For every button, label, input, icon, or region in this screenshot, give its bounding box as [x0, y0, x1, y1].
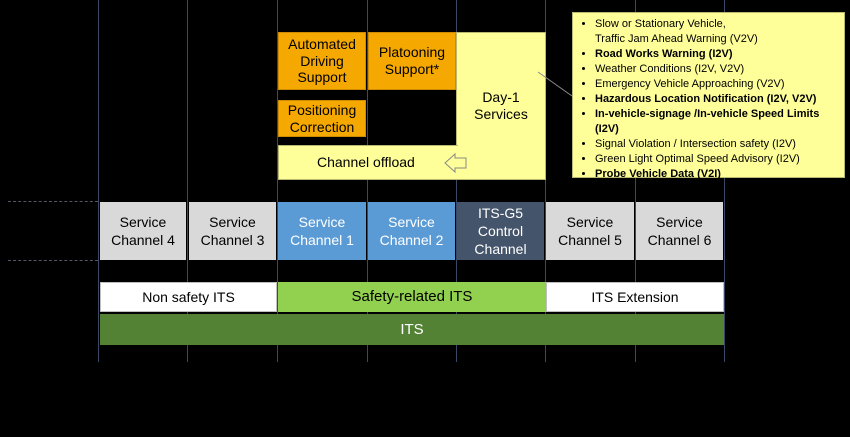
platooning-box: Platooning Support* — [368, 32, 456, 90]
list-item: Road Works Warning (I2V) — [595, 47, 840, 62]
day1-services-label: Day-1 Services — [474, 89, 528, 122]
dashed-line — [8, 201, 98, 202]
grid-line — [635, 0, 636, 362]
day1-services-list: Slow or Stationary Vehicle,Traffic Jam A… — [572, 12, 845, 180]
platooning-label: Platooning Support* — [378, 44, 446, 77]
non-safety-its-bar: Non safety ITS — [100, 282, 277, 312]
list-item: In-vehicle-signage /In-vehicle Speed Lim… — [595, 107, 840, 137]
list-item: Slow or Stationary Vehicle,Traffic Jam A… — [595, 17, 840, 47]
day1-services-box: Day-1 Services — [456, 32, 546, 180]
its-extension-bar: ITS Extension — [546, 282, 724, 312]
positioning-box: Positioning Correction — [278, 100, 366, 137]
grid-line — [545, 0, 546, 362]
grid-line — [277, 0, 278, 362]
automated-driving-box: Automated Driving Support — [278, 32, 366, 90]
list-item: Signal Violation / Intersection safety (… — [595, 137, 840, 152]
safety-related-its-bar: Safety-related ITS — [278, 282, 546, 312]
grid-line — [98, 0, 99, 362]
grid-line — [187, 0, 188, 362]
positioning-label: Positioning Correction — [287, 101, 357, 135]
grid-line — [456, 0, 457, 362]
offload-arrow-icon — [444, 153, 467, 173]
list-item: Emergency Vehicle Approaching (V2V) — [595, 77, 840, 92]
channel-offload-box: Channel offload — [278, 145, 458, 180]
grid-line — [724, 0, 725, 362]
its-bar: ITS — [100, 314, 724, 345]
list-item: Hazardous Location Notification (I2V, V2… — [595, 92, 840, 107]
dashed-line — [8, 260, 98, 261]
grid-line — [367, 0, 368, 362]
legend-connector — [537, 71, 573, 97]
list-item: Weather Conditions (I2V, V2V) — [595, 62, 840, 77]
list-item: Probe Vehicle Data (V2I) — [595, 167, 840, 182]
channel-offload-label: Channel offload — [317, 154, 415, 171]
list-item: Green Light Optimal Speed Advisory (I2V) — [595, 152, 840, 167]
automated-driving-label: Automated Driving Support — [288, 35, 356, 86]
